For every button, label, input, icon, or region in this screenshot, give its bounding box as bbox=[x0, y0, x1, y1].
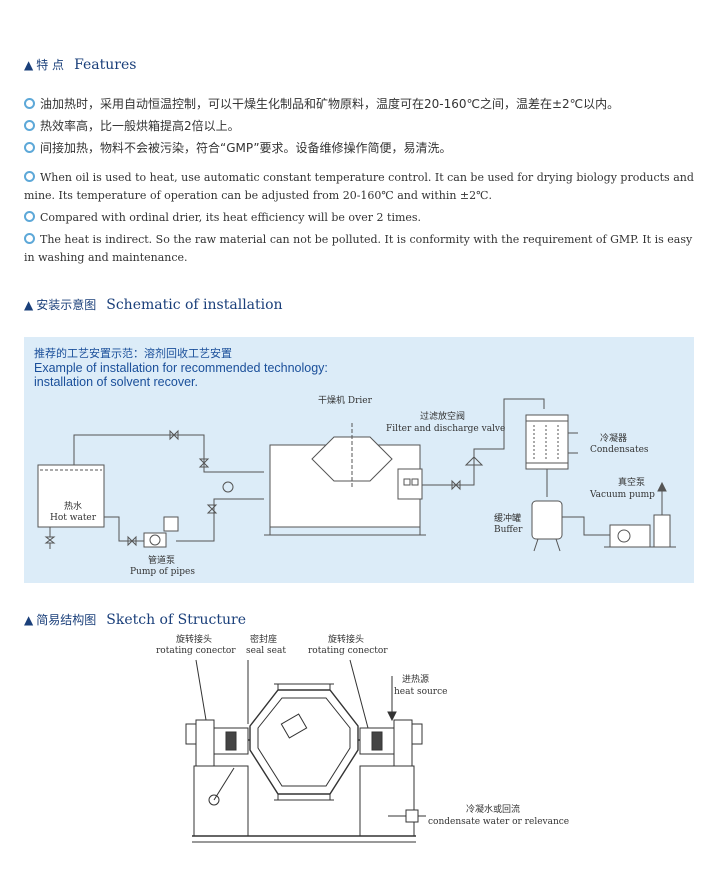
seal-label-cn: 密封座 bbox=[250, 633, 277, 645]
vacuum-label-en: Vacuum pump bbox=[589, 490, 655, 500]
pump-label-cn: 管道泵 bbox=[148, 554, 175, 566]
condensate-label-cn: 冷凝水或回流 bbox=[466, 803, 520, 815]
buffer-label-cn: 缓冲罐 bbox=[494, 512, 521, 524]
schematic-panel: 推荐的工艺安置示范：溶剂回收工艺安置 Example of installati… bbox=[24, 337, 694, 583]
drier-label: 干燥机 Drier bbox=[318, 394, 373, 406]
pump-label-en: Pump of pipes bbox=[130, 567, 195, 577]
rot-right-label-en: rotating conector bbox=[308, 646, 388, 656]
vacuum-label-cn: 真空泵 bbox=[618, 476, 645, 488]
hot-water-label-en: Hot water bbox=[50, 513, 97, 523]
circle-bullet-icon bbox=[24, 142, 35, 153]
heat-label-en: heat source bbox=[394, 687, 447, 697]
valve-icon bbox=[206, 504, 218, 514]
feature-bullet-en-1: When oil is used to heat, use automatic … bbox=[24, 171, 694, 202]
condenser-label-en: Condensates bbox=[590, 445, 649, 455]
vacuum-pump bbox=[604, 481, 676, 548]
feature-bullet-en-3: The heat is indirect. So the raw materia… bbox=[24, 233, 693, 264]
circle-bullet-icon bbox=[24, 211, 35, 222]
drying-drum bbox=[249, 683, 359, 801]
seal-label-en: seal seat bbox=[246, 646, 286, 656]
drier bbox=[264, 423, 426, 536]
buffer-label-en: Buffer bbox=[494, 525, 523, 535]
arrow-down-icon bbox=[387, 711, 397, 722]
valve-icon bbox=[169, 429, 179, 441]
circle-bullet-icon bbox=[24, 98, 35, 109]
installation-schematic: 干燥机 Drier 过滤放空阀 Filter and discharge val… bbox=[37, 394, 676, 577]
triangle-icon: ▲ bbox=[24, 298, 34, 312]
feature-bullet-cn-3: 间接加热，物料不会被污染，符合“GMP”要求。设备维修操作简便，易清洗。 bbox=[24, 139, 696, 157]
feature-bullet-en-2: Compared with ordinal drier, its heat ef… bbox=[24, 209, 696, 227]
condenser bbox=[525, 414, 578, 497]
triangle-icon: ▲ bbox=[24, 613, 34, 627]
filter-valve-icon bbox=[464, 456, 484, 466]
buffer-tank bbox=[531, 500, 614, 552]
left-support bbox=[185, 719, 249, 837]
circle-bullet-icon bbox=[24, 171, 35, 182]
condensate-label-en: condensate water or relevance bbox=[428, 817, 569, 827]
filter-label-en: Filter and discharge valve bbox=[386, 424, 505, 434]
feature-bullet-cn-2: 热效率高，比一般烘箱提高2倍以上。 bbox=[24, 117, 696, 135]
pipe-pump bbox=[143, 516, 179, 548]
valve-icon bbox=[127, 535, 137, 547]
hot-water-tank bbox=[37, 464, 105, 549]
filter-label-cn: 过滤放空阀 bbox=[420, 410, 465, 422]
valve-icon bbox=[198, 458, 210, 468]
circle-bullet-icon bbox=[24, 120, 35, 131]
panel-title: 推荐的工艺安置示范：溶剂回收工艺安置 Example of installati… bbox=[34, 347, 328, 389]
hot-water-label-cn: 热水 bbox=[64, 500, 82, 512]
condenser-label-cn: 冷凝器 bbox=[600, 432, 627, 444]
structure-sketch: 旋转接头 rotating conector 密封座 seal seat 旋转接… bbox=[156, 633, 569, 843]
rot-left-label-cn: 旋转接头 bbox=[176, 633, 212, 645]
rot-left-label-en: rotating conector bbox=[156, 646, 236, 656]
feature-bullet-cn-1: 油加热时，采用自动恒温控制，可以干燥生化制品和矿物原料，温度可在20-160℃之… bbox=[24, 95, 696, 113]
valve-icon bbox=[451, 479, 461, 491]
circle-bullet-icon bbox=[24, 233, 35, 244]
heat-label-cn: 进热源 bbox=[402, 673, 429, 685]
rot-right-label-cn: 旋转接头 bbox=[328, 633, 364, 645]
triangle-icon: ▲ bbox=[24, 58, 34, 72]
